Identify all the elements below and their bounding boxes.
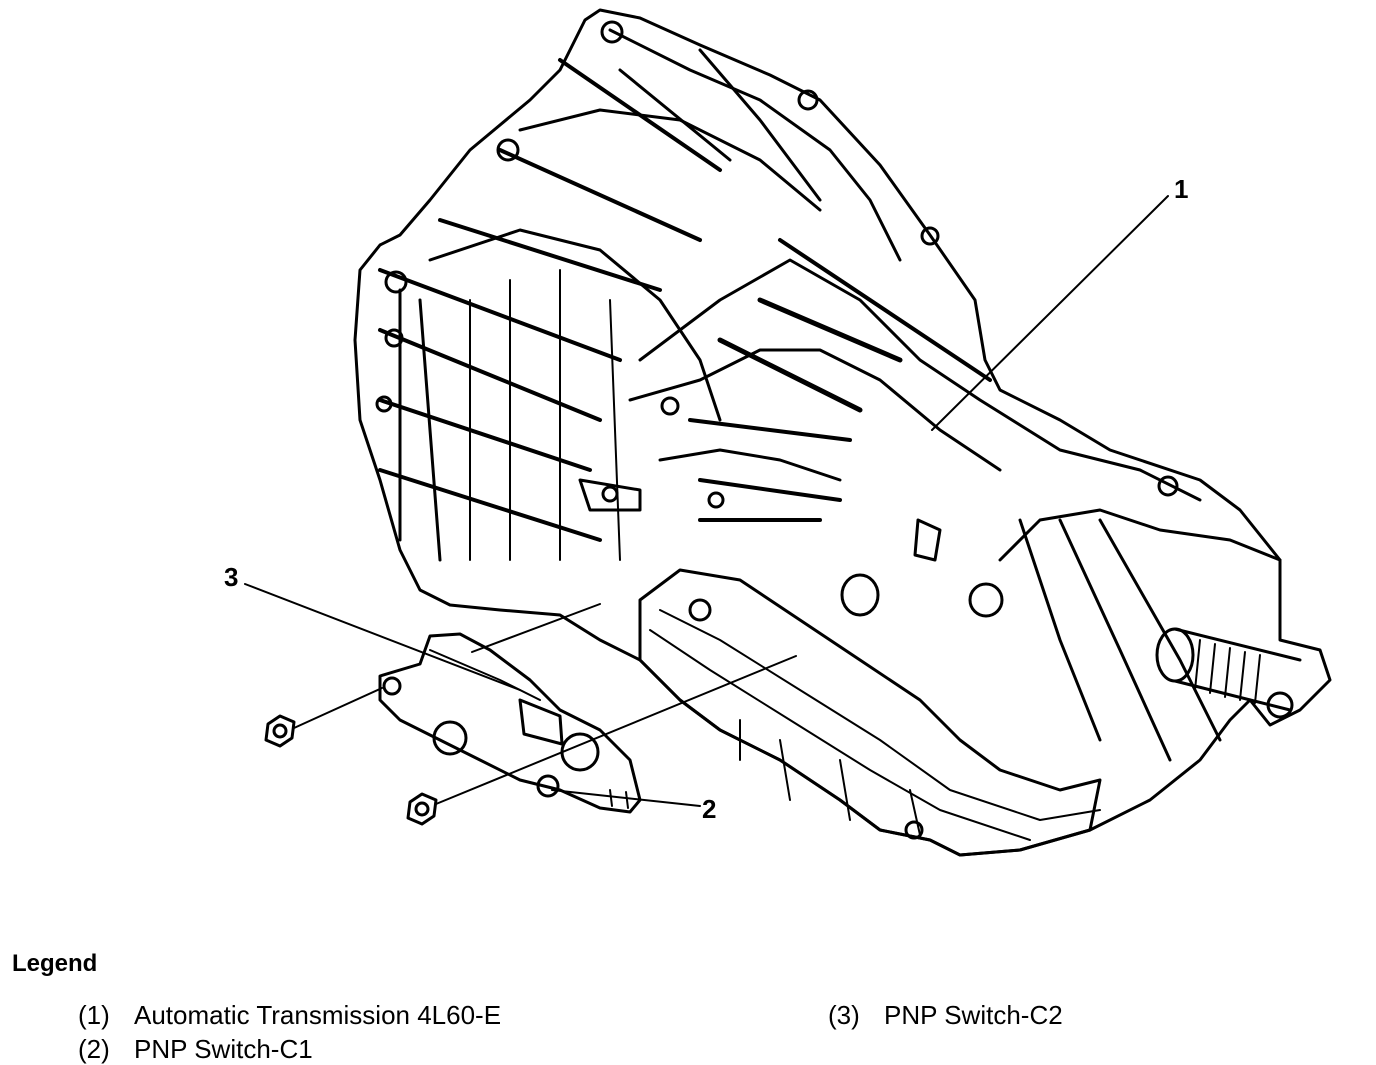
callout-1: 1	[1174, 174, 1189, 204]
legend-item-1-number: (1)	[78, 1000, 110, 1030]
legend-item-1: (1) Automatic Transmission 4L60-E	[78, 1000, 501, 1031]
transmission-bell-housing	[353, 8, 1332, 857]
callout-2: 2	[702, 794, 717, 824]
legend-title: Legend	[12, 950, 98, 977]
legend-item-1-label: Automatic Transmission 4L60-E	[134, 1000, 502, 1030]
bolt-lower	[406, 792, 438, 826]
legend-item-2: (2) PNP Switch-C1	[78, 1034, 313, 1065]
transmission-case	[578, 238, 1302, 762]
transmission-diagram	[244, 8, 1332, 857]
pnp-switch	[378, 632, 642, 814]
callout-3: 3	[224, 562, 239, 592]
legend-item-3-label: PNP Switch-C2	[884, 1000, 1063, 1030]
legend-item-3: (3) PNP Switch-C2	[828, 1000, 1063, 1031]
legend-item-3-number: (3)	[828, 1000, 860, 1030]
bolt-upper	[264, 714, 296, 748]
legend-item-2-label: PNP Switch-C1	[134, 1034, 313, 1064]
oil-pan	[638, 568, 1102, 857]
legend-item-2-number: (2)	[78, 1034, 110, 1064]
leader-lines	[244, 195, 1169, 807]
